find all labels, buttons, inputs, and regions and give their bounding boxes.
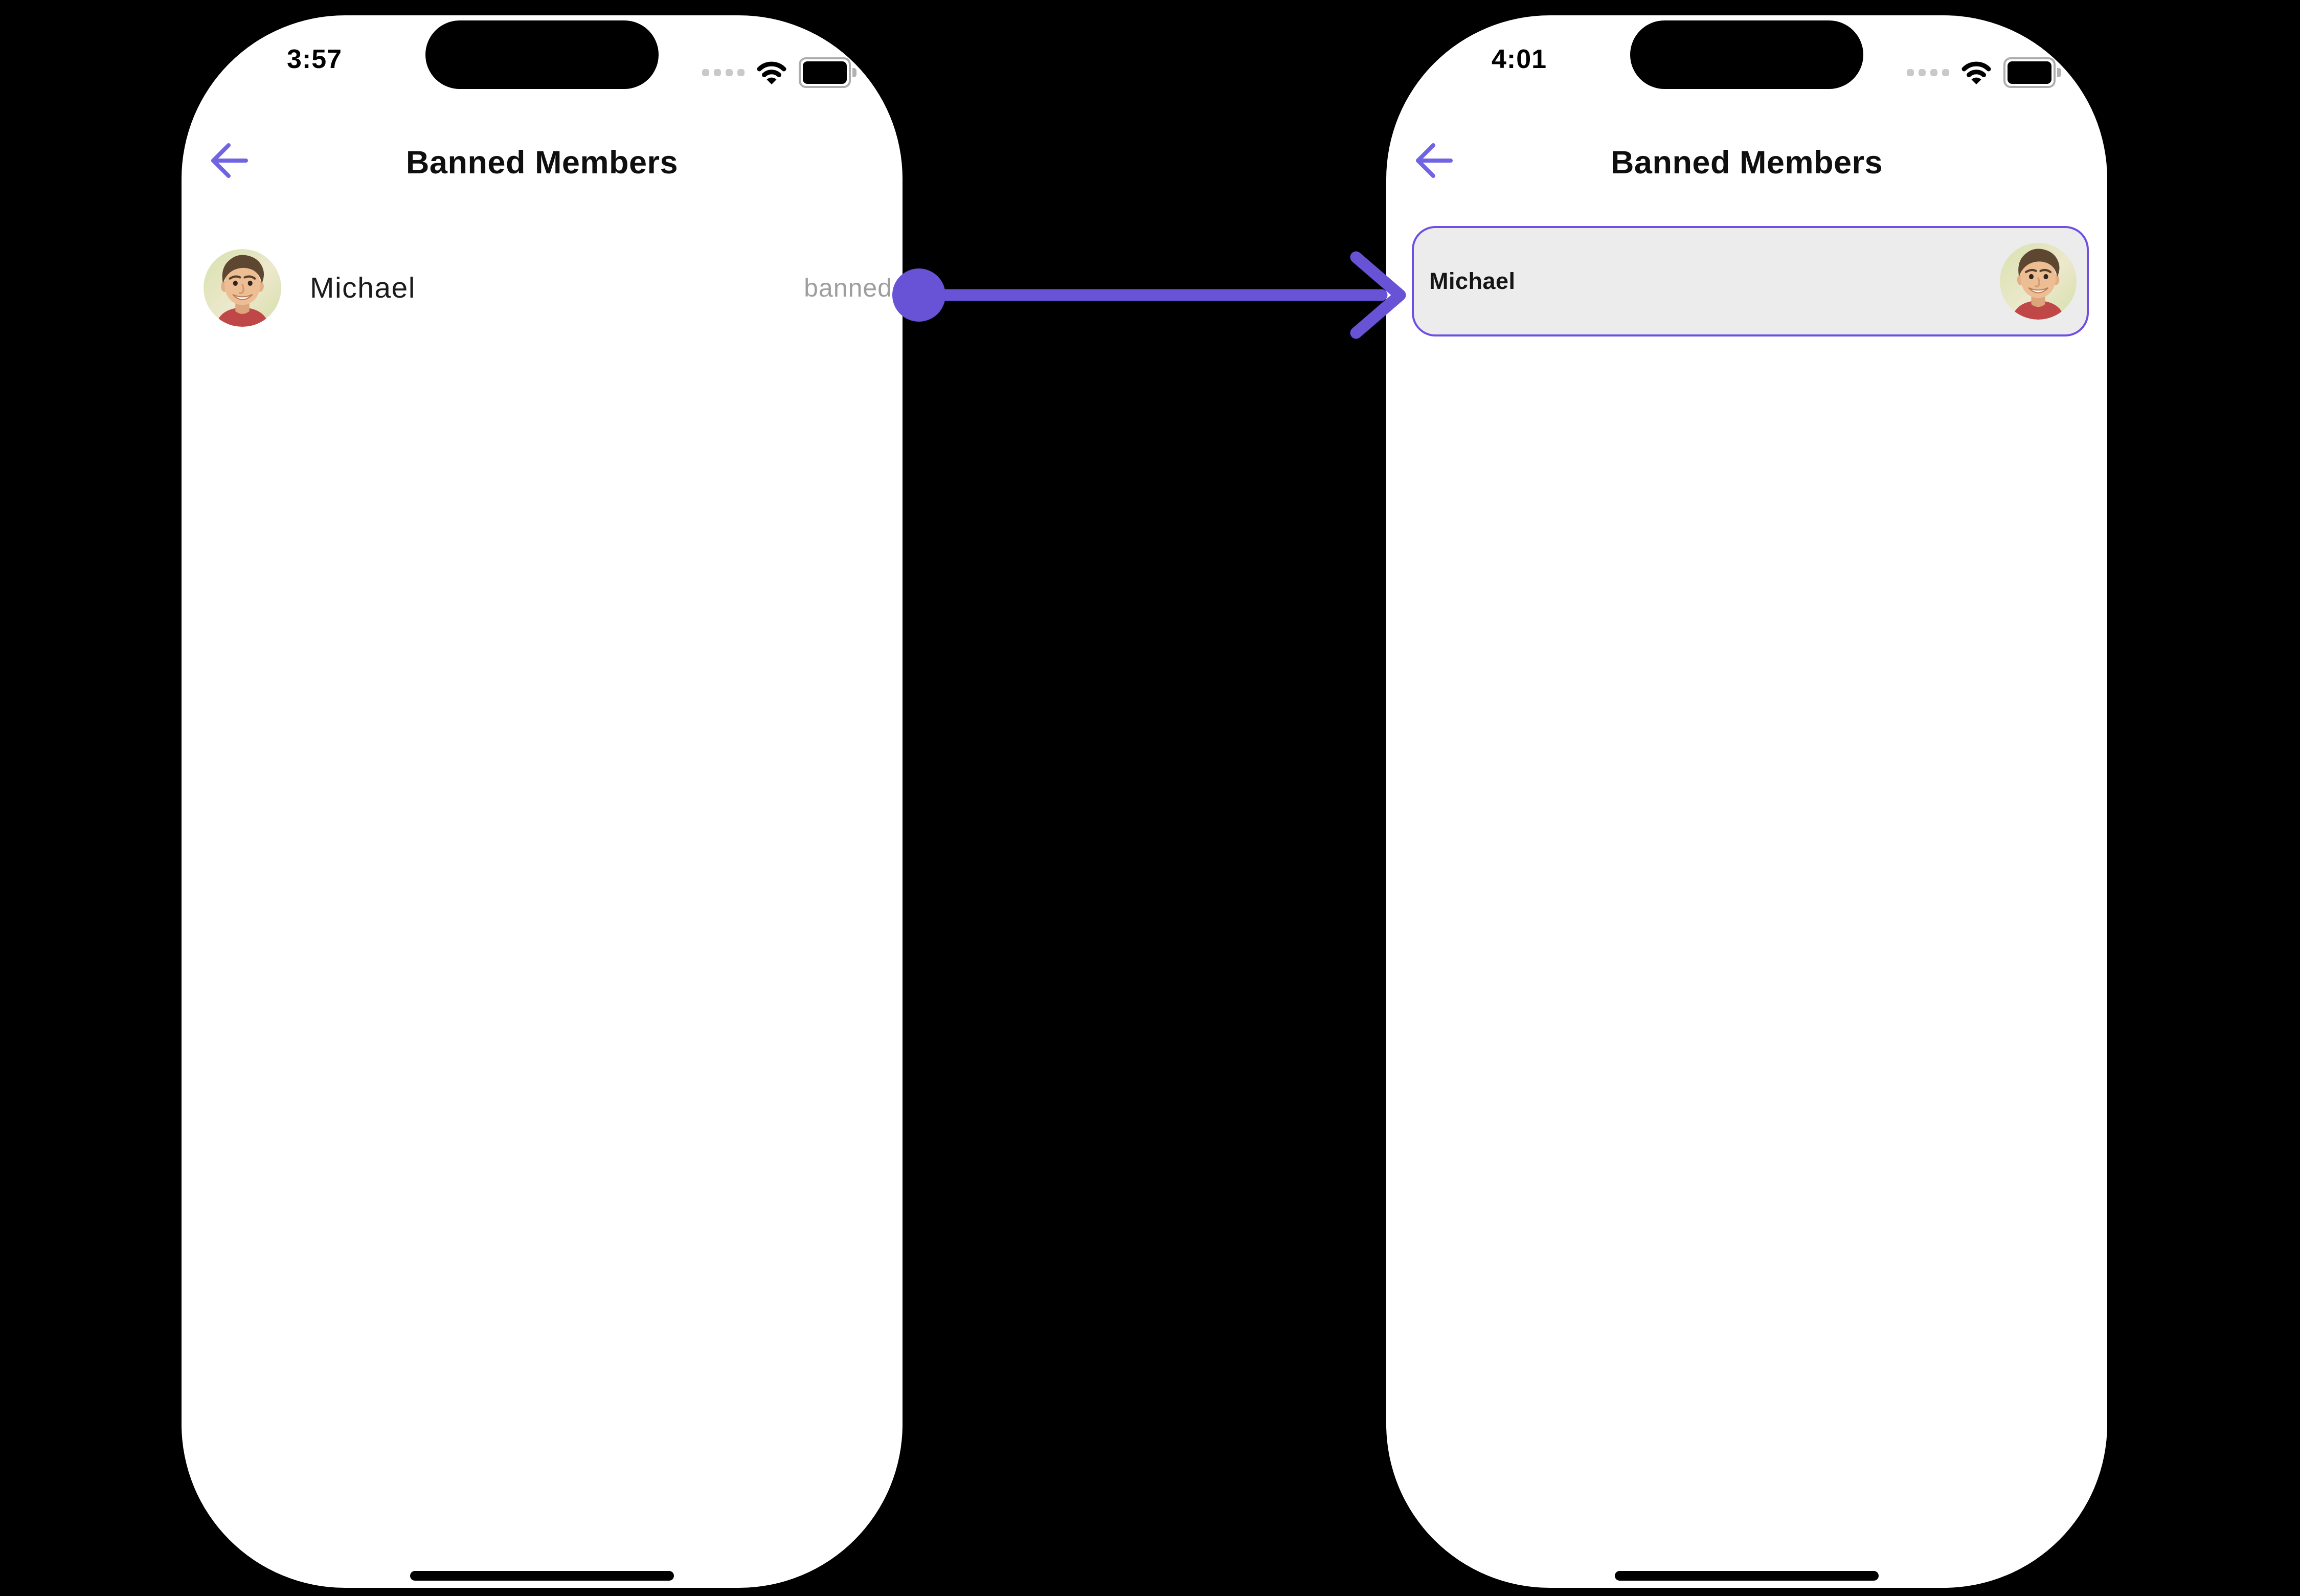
back-button[interactable] [207,141,250,180]
cellular-signal-dots-icon [1907,69,1949,76]
page-title: Banned Members [405,145,679,181]
banned-status-label: banned [804,273,892,302]
battery-icon [799,57,856,88]
member-name: Michael [1429,268,1516,294]
member-avatar [204,249,281,327]
status-icons [1907,57,2061,88]
home-indicator[interactable] [410,1571,674,1581]
status-icons [702,57,856,88]
dynamic-island [1630,20,1863,89]
status-time: 3:57 [286,44,343,74]
battery-icon [2003,57,2061,88]
member-avatar [2000,243,2077,320]
member-row[interactable]: Michael banned [204,245,892,330]
phone-right: 4:01 Banned Members Michael [1386,15,2107,1588]
home-indicator[interactable] [1615,1571,1879,1581]
transition-arrow [892,251,1406,339]
member-name: Michael [310,271,416,304]
back-button[interactable] [1412,141,1455,180]
member-card[interactable]: Michael [1412,226,2089,336]
status-time: 4:01 [1491,44,1547,74]
dynamic-island [425,20,659,89]
cellular-signal-dots-icon [702,69,745,76]
phone-left: 3:57 Banned Members [182,15,903,1588]
wifi-icon [1961,61,1991,84]
page-title: Banned Members [1610,145,1883,181]
wifi-icon [757,61,786,84]
